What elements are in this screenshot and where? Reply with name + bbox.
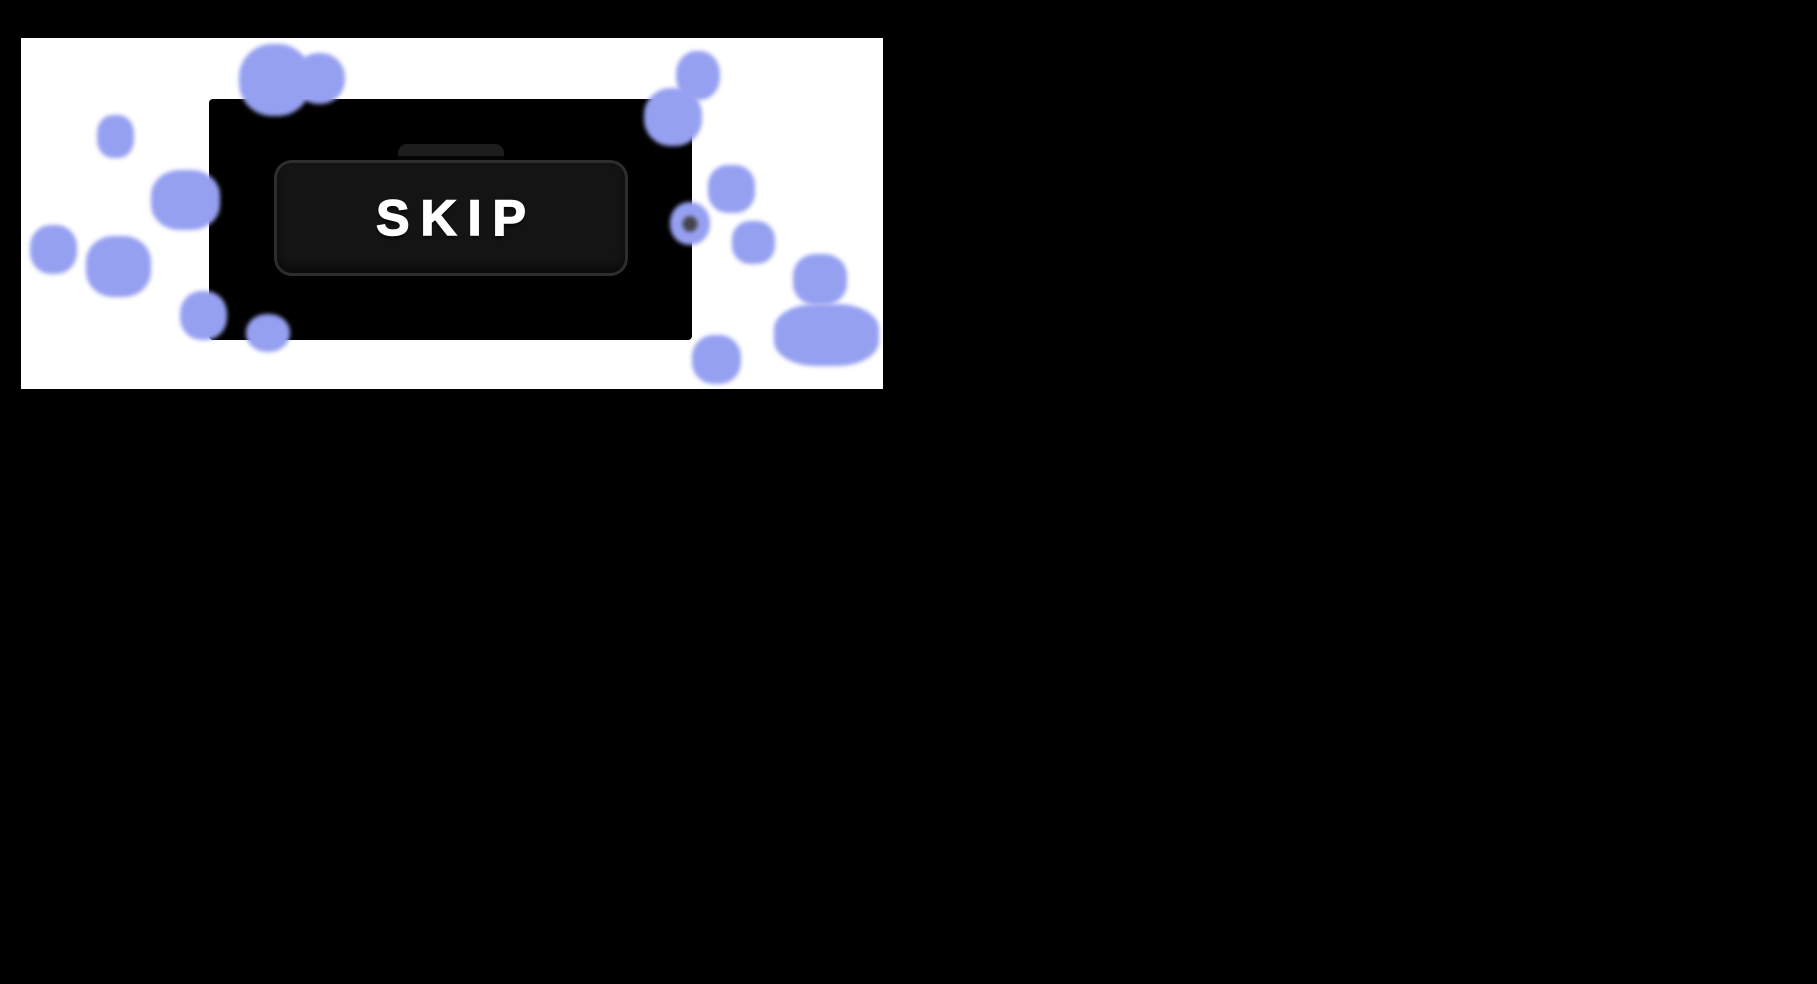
click-mark xyxy=(793,254,847,305)
click-mark xyxy=(708,165,755,213)
click-mark xyxy=(30,225,77,274)
click-mark xyxy=(692,335,741,384)
click-mark xyxy=(774,304,879,366)
click-mark xyxy=(86,236,151,297)
click-mark xyxy=(97,115,134,158)
game-viewport: SKIP xyxy=(21,38,883,389)
skip-button[interactable]: SKIP xyxy=(274,160,628,276)
skip-button-label: SKIP xyxy=(375,189,537,247)
click-mark xyxy=(294,53,345,104)
cutscene-panel: SKIP xyxy=(209,99,692,340)
click-mark xyxy=(732,221,775,264)
click-mark xyxy=(676,51,720,100)
